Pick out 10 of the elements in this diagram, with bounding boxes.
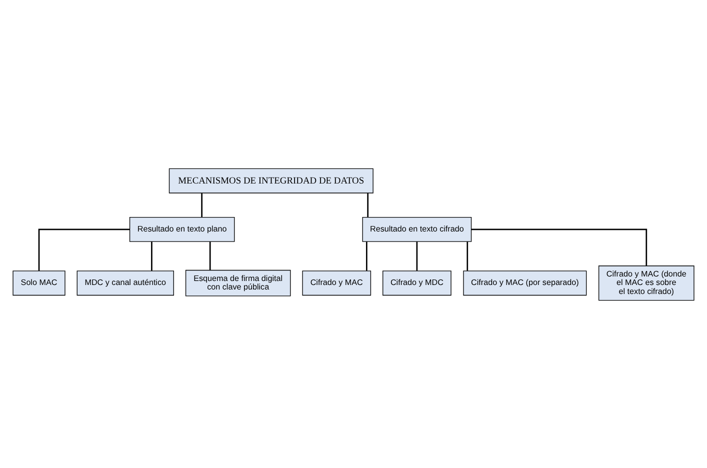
connector [466, 241, 468, 270]
connector [367, 192, 369, 217]
connector [471, 228, 648, 266]
connector [201, 192, 202, 217]
connector [416, 241, 418, 270]
connector [151, 241, 152, 270]
connector [38, 228, 130, 270]
node-box: MECANISMOS DE INTEGRIDAD DE DATOS [168, 168, 374, 193]
connector [209, 241, 211, 270]
connector [366, 241, 368, 270]
